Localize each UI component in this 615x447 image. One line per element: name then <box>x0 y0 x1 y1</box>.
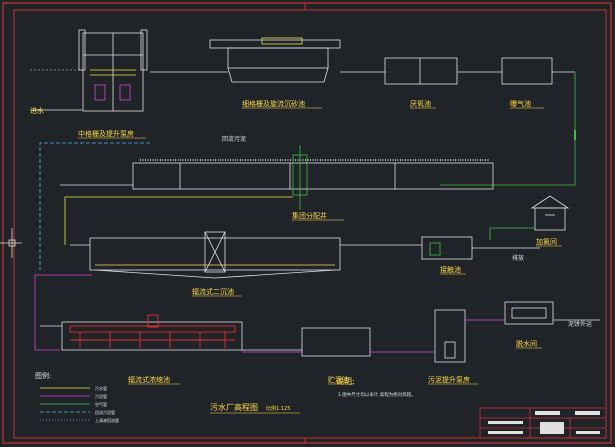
label-aeration: 曝气池 <box>510 99 531 108</box>
label-sludge-tank: 辐流式浓缩池 <box>128 375 170 384</box>
aeration-tank <box>457 57 575 85</box>
label-to-outside: 泥饼外运 <box>568 320 592 328</box>
dewatering-house <box>465 301 600 325</box>
label-anoxic: 厌氧池 <box>410 99 431 108</box>
notes-title: 说明: <box>336 376 355 386</box>
sludge-thickener <box>40 321 243 351</box>
legend-item-air: 空气管 <box>95 401 107 407</box>
label-blower: 加氯间 <box>536 237 557 246</box>
legend-title: 图例: <box>35 371 51 380</box>
notes-line-1: 1.图中尺寸均以米计,高程为绝对高程。 <box>338 391 416 398</box>
drawing-title: 污水厂高程图 <box>210 402 258 412</box>
coarse-screen-structure <box>78 29 148 112</box>
anoxic-tank <box>340 57 458 85</box>
radial-clarifier <box>70 237 341 279</box>
thickener-mechanism <box>69 314 236 348</box>
label-dewater: 脱水间 <box>516 339 537 348</box>
distribution-well <box>292 145 308 210</box>
legend-item-sludge: 污泥管 <box>95 393 107 399</box>
legend-item-return: 回流污泥管 <box>95 409 115 415</box>
label-fine-screen: 细格栅及旋流沉砂池 <box>242 99 305 108</box>
label-distribution: 辐流式二沉池 <box>192 287 234 296</box>
sludge-pump-house <box>370 309 466 363</box>
chlorination-house <box>530 195 570 231</box>
aeration-basin <box>60 162 494 190</box>
legend-items: 污水管 污泥管 空气管 回流污泥管 上清液回流管 <box>40 385 119 423</box>
label-storage: 贮泥池 <box>328 375 349 384</box>
title-block <box>479 407 607 439</box>
drawing-scale: 比例1:125 <box>266 405 290 412</box>
fine-screen-structure <box>150 37 341 83</box>
clarifier-bridge <box>204 231 226 273</box>
label-secondary-clarifier: 集团分配井 <box>292 211 327 220</box>
crosshair-icon <box>0 228 22 258</box>
inner-frame <box>13 9 607 439</box>
label-coarse-screen: 中格栅及提升泵房 <box>78 129 134 138</box>
contact-tank <box>340 236 540 260</box>
label-return-sludge: 回流污泥 <box>222 135 246 143</box>
label-pump: 污泥提升泵房 <box>428 375 470 384</box>
label-outlet: 排放 <box>512 254 524 262</box>
legend-item-supernatant: 上清液回流管 <box>95 417 119 423</box>
label-disinfect: 接触池 <box>440 265 461 274</box>
label-inlet: 进水 <box>30 106 44 115</box>
sludge-storage <box>242 327 371 357</box>
legend-item-sewage: 污水管 <box>95 385 107 391</box>
